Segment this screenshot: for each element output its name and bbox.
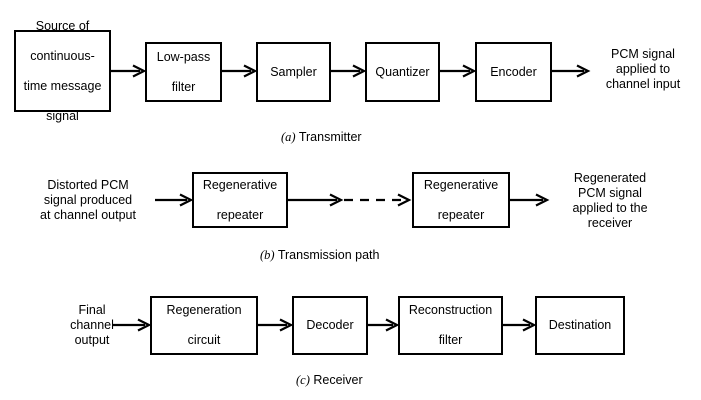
block-repeater-2-label: Regenerative repeater <box>418 178 504 223</box>
block-destination-label: Destination <box>548 318 612 332</box>
caption-receiver-text: Receiver <box>309 373 363 387</box>
block-reconstruction-line-2: filter <box>438 333 463 347</box>
caption-transmitter-index: (a) <box>281 130 296 144</box>
block-repeater-1-label: Regenerative repeater <box>197 178 283 223</box>
block-low-pass-filter-label: Low-pass filter <box>151 50 217 95</box>
arrow-decoder-to-reconstruction-filter <box>368 318 400 332</box>
block-reconstruction-filter: Reconstruction filter <box>398 296 503 355</box>
block-decoder-label: Decoder <box>306 318 354 332</box>
caption-receiver-index: (c) <box>296 373 310 387</box>
arrow-input-to-regeneration-circuit <box>113 318 152 332</box>
block-repeater-2-line-2: repeater <box>437 207 485 222</box>
caption-transmission-path-text: Transmission path <box>274 248 380 262</box>
arrow-source-to-lowpass <box>111 64 147 78</box>
label-regenerated-pcm-output: Regenerated PCM signal applied to the re… <box>572 171 648 230</box>
block-source-line-4: signal <box>46 108 79 123</box>
caption-transmitter: (a) Transmitter <box>281 130 362 145</box>
block-regenerative-repeater-1: Regenerative repeater <box>192 172 288 228</box>
block-quantizer-label: Quantizer <box>375 64 430 79</box>
arrow-lowpass-to-sampler <box>222 64 258 78</box>
label-final-channel-output: Final channel output <box>70 303 114 347</box>
caption-receiver: (c) Receiver <box>296 373 363 388</box>
arrow-encoder-to-output <box>552 64 591 78</box>
block-sampler: Sampler <box>256 42 331 102</box>
block-lpf-line-2: filter <box>171 79 196 94</box>
block-source-of-message-label: Source of continuous-time message signal <box>18 19 108 124</box>
caption-transmitter-text: Transmitter <box>295 130 362 144</box>
block-source-line-1: Source of <box>35 18 90 33</box>
caption-transmission-path: (b) Transmission path <box>260 248 380 263</box>
arrow-input-to-repeater1 <box>155 193 194 207</box>
block-reconstruction-line-1: Reconstruction <box>408 303 493 317</box>
block-quantizer: Quantizer <box>365 42 440 102</box>
block-encoder-label: Encoder <box>490 64 537 79</box>
block-source-line-2: continuous- <box>30 48 95 63</box>
block-low-pass-filter: Low-pass filter <box>145 42 222 102</box>
dashed-link-between-repeaters <box>344 193 412 207</box>
arrow-repeater2-to-output <box>510 193 550 207</box>
block-regeneration-circuit-label: Regeneration circuit <box>160 303 247 348</box>
block-encoder: Encoder <box>475 42 552 102</box>
arrow-sampler-to-quantizer <box>331 64 367 78</box>
block-decoder: Decoder <box>292 296 368 355</box>
block-sampler-label: Sampler <box>270 64 317 79</box>
arrow-quantizer-to-encoder <box>440 64 477 78</box>
block-source-of-message: Source of continuous-time message signal <box>14 19 111 123</box>
caption-transmission-path-index: (b) <box>260 248 275 262</box>
block-repeater-2-line-1: Regenerative <box>423 177 499 192</box>
block-repeater-1-line-2: repeater <box>216 207 264 222</box>
arrow-repeater1-to-dashed <box>288 193 344 207</box>
block-regeneration-line-1: Regeneration <box>166 303 242 317</box>
label-distorted-pcm-input: Distorted PCM signal produced at channel… <box>40 178 136 222</box>
block-repeater-1-line-1: Regenerative <box>202 177 278 192</box>
arrow-regeneration-to-decoder <box>258 318 294 332</box>
block-lpf-line-1: Low-pass <box>156 49 211 64</box>
label-pcm-signal-output: PCM signal applied to channel input <box>605 47 681 91</box>
block-regeneration-circuit: Regeneration circuit <box>150 296 258 355</box>
arrow-reconstruction-to-destination <box>503 318 537 332</box>
block-source-line-3: time message <box>23 78 102 93</box>
block-destination: Destination <box>535 296 625 355</box>
block-reconstruction-filter-label: Reconstruction filter <box>403 303 498 348</box>
block-regenerative-repeater-2: Regenerative repeater <box>412 172 510 228</box>
block-regeneration-line-2: circuit <box>187 333 221 347</box>
